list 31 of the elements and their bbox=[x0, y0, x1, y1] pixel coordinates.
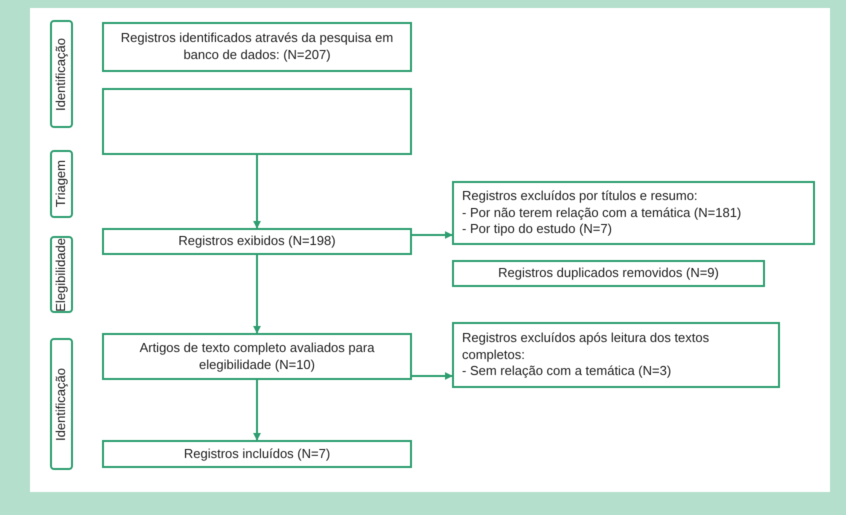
stage-label: Identificação bbox=[53, 368, 70, 440]
box-text: Artigos de texto completo avaliados para elegibilidade (N=10) bbox=[138, 340, 376, 374]
process-box bbox=[452, 260, 765, 287]
process-box bbox=[102, 228, 412, 255]
box-text: Registros duplicados removidos (N=9) bbox=[498, 265, 719, 282]
empty-process-box bbox=[102, 88, 412, 155]
process-box bbox=[452, 322, 780, 388]
stage-label: Elegibilidade bbox=[53, 238, 70, 312]
list-item: - Sem relação com a temática (N=3) bbox=[462, 363, 672, 380]
box-text: Registros exibidos (N=198) bbox=[178, 233, 336, 250]
process-box bbox=[452, 181, 815, 245]
list-item: - Por tipo do estudo (N=7) bbox=[462, 221, 612, 238]
arrow bbox=[412, 372, 453, 380]
process-box bbox=[102, 22, 412, 72]
process-box bbox=[102, 333, 412, 380]
stage-label-box bbox=[50, 20, 73, 128]
stage-label: Identificação bbox=[53, 38, 70, 110]
process-box bbox=[102, 440, 412, 468]
stage-label: Triagem bbox=[53, 160, 70, 208]
box-text: Registros excluídos por títulos e resumo: bbox=[462, 188, 698, 205]
arrow bbox=[253, 255, 261, 334]
arrow bbox=[253, 380, 261, 441]
box-text: Registros incluídos (N=7) bbox=[184, 446, 330, 462]
arrow bbox=[412, 231, 453, 239]
stage-label-box bbox=[50, 236, 73, 313]
arrow bbox=[253, 155, 261, 229]
stage-label-box bbox=[50, 338, 73, 470]
stage-label-box bbox=[50, 150, 73, 218]
box-text: Registros identificados através da pesquisa em banco de dados: (N=207) bbox=[120, 30, 394, 64]
list-item: - Por não terem relação com a temática (N=181) bbox=[462, 204, 742, 222]
box-text: Registros excluídos após leitura dos textos completos: bbox=[462, 330, 710, 364]
